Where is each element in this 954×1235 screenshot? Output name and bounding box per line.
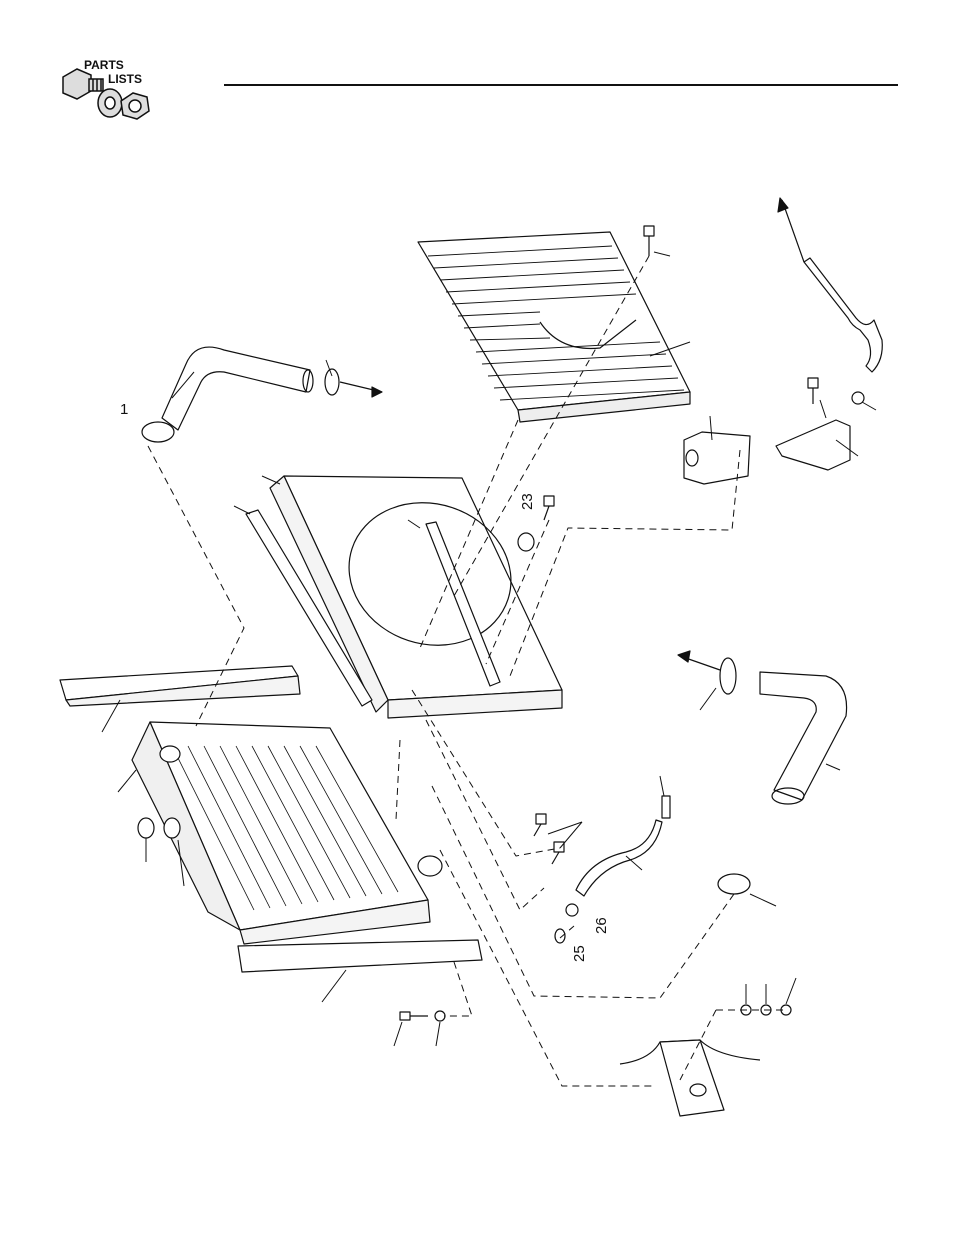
fan-shroud	[270, 476, 562, 718]
bottle-mounting-bracket	[776, 420, 850, 470]
lower-radiator-hose	[760, 672, 847, 804]
hose-clamp-lower-bottom	[718, 874, 750, 894]
bottom-channel-bracket	[238, 940, 482, 972]
top-channel-bracket	[60, 666, 300, 706]
callout-1: 1	[120, 401, 128, 418]
fan-guard-grille	[418, 232, 690, 422]
callout-26: 26	[593, 917, 610, 934]
hose-clamp-lower-top	[720, 658, 736, 694]
frame-mounting-detail	[620, 1040, 760, 1116]
coolant-recovery-bottle	[684, 432, 750, 484]
upper-radiator-hose	[162, 347, 313, 430]
hose-clamp-upper-left	[142, 422, 174, 442]
hose-clamp-upper-right	[325, 369, 339, 395]
callout-23: 23	[519, 493, 536, 510]
callout-25: 25	[571, 945, 588, 962]
overflow-tube	[778, 198, 882, 372]
drain-hose	[576, 796, 670, 896]
